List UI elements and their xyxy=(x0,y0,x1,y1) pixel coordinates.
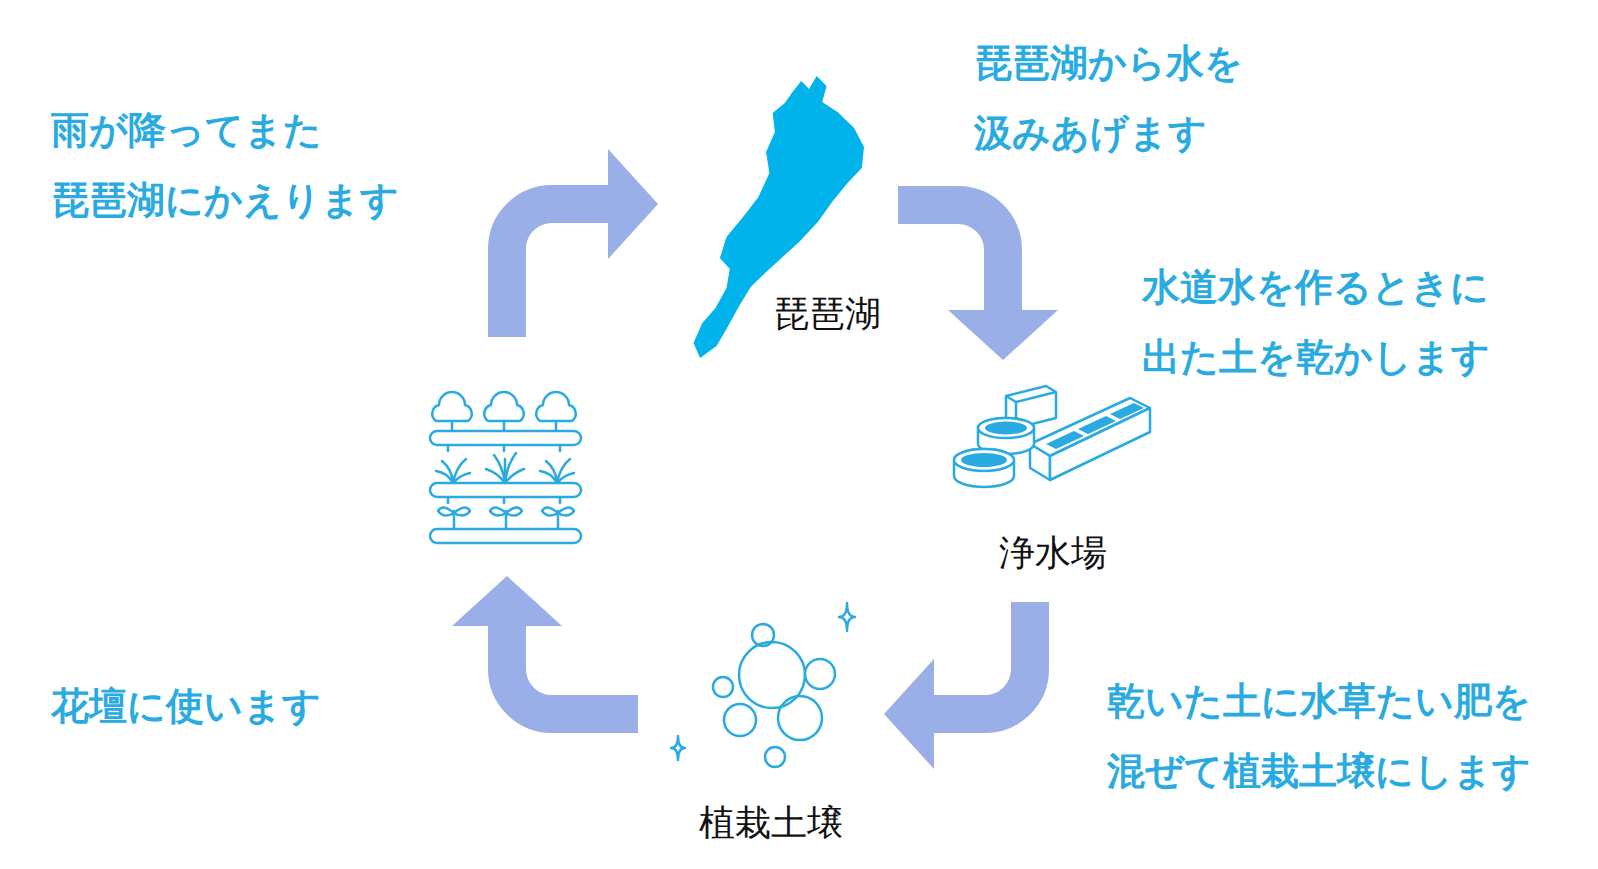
arrow-band xyxy=(932,602,1030,714)
flow-arrow xyxy=(898,205,1058,360)
step-note: 琵琶湖から水を 汲みあげます xyxy=(974,28,1454,168)
arrow-head xyxy=(884,659,934,769)
soil-icon xyxy=(671,603,855,767)
plant-icon xyxy=(954,386,1150,487)
soil-node: 植栽土壌 xyxy=(660,590,882,852)
cycle-arrow xyxy=(452,576,638,714)
plant-node: 浄水場 xyxy=(945,362,1160,577)
step-note: 花壇に使います xyxy=(51,671,531,741)
step-note: 水道水を作るときに 出た土を乾かします xyxy=(1142,252,1598,392)
node-label: 植栽土壌 xyxy=(699,803,843,843)
flowerbed-icon xyxy=(430,392,581,543)
node-label: 琵琶湖 xyxy=(773,294,881,334)
lake-node: 琵琶湖 xyxy=(688,72,898,367)
node-label: 浄水場 xyxy=(999,533,1107,573)
step-note: 乾いた土に水草たい肥を 混ぜて植栽土壌にします xyxy=(1107,666,1587,806)
cycle-arrow xyxy=(507,149,658,337)
arrow-band xyxy=(898,205,1003,312)
flow-arrow xyxy=(884,602,1030,769)
step-note: 雨が降ってまた 琵琶湖にかえります xyxy=(51,95,531,235)
arrow-head xyxy=(948,310,1058,360)
